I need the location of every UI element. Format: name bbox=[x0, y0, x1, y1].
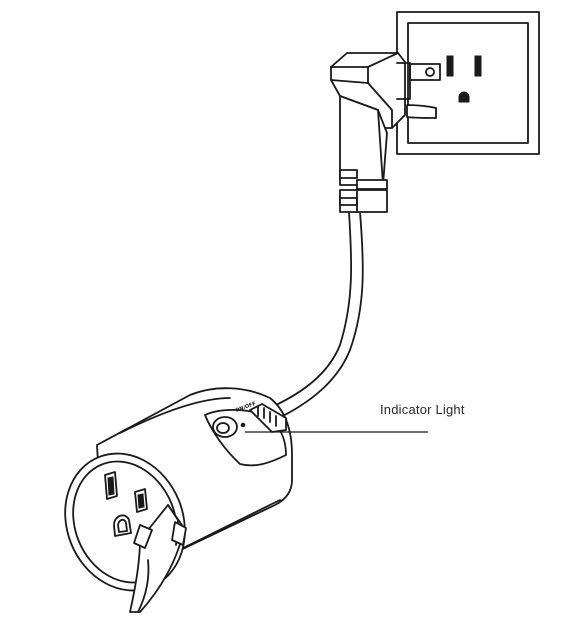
indicator-light bbox=[240, 422, 246, 428]
power-cord bbox=[264, 211, 364, 421]
right-angle-plug bbox=[330, 52, 441, 213]
power-button[interactable] bbox=[212, 416, 238, 438]
wall-plate-inner bbox=[407, 22, 529, 144]
wall-ground-hole bbox=[458, 91, 470, 103]
indicator-label: Indicator Light bbox=[380, 402, 465, 417]
wall-slot-left bbox=[446, 55, 454, 77]
flip-cover bbox=[129, 504, 187, 613]
socket-ground bbox=[113, 514, 132, 537]
wall-slot-right bbox=[474, 55, 482, 77]
indicator-callout: Indicator Light bbox=[245, 402, 465, 433]
wall-outlet bbox=[396, 11, 540, 155]
